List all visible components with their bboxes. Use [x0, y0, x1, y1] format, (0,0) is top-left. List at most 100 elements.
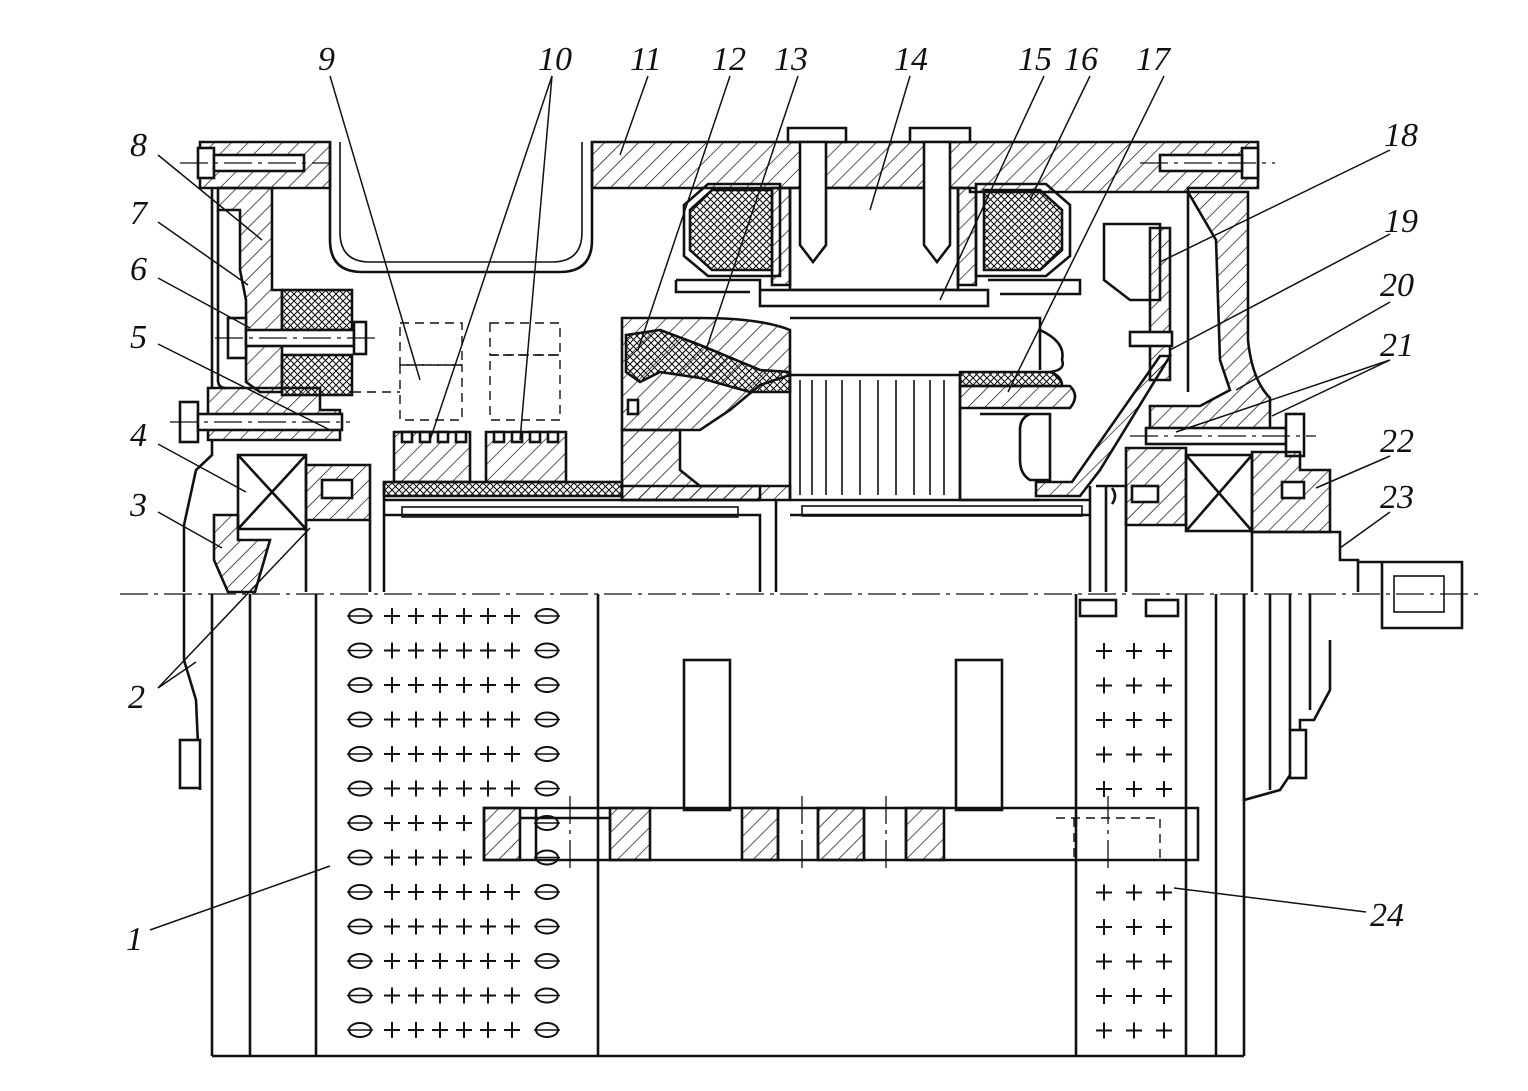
- callout-16: 16: [1064, 41, 1098, 78]
- vent-mark: [432, 608, 448, 624]
- vent-mark: [1126, 988, 1142, 1004]
- winding-end-17: [958, 370, 1064, 388]
- left-seal-groove: [320, 478, 354, 500]
- vent-mark: [504, 918, 520, 935]
- winding-end-outline: [958, 384, 1077, 410]
- callout-9: 9: [318, 41, 335, 78]
- vent-mark: [408, 1022, 424, 1038]
- vent-mark: [504, 987, 520, 1004]
- cover-bolt-left: [180, 146, 330, 180]
- vent-mark: [504, 711, 520, 728]
- vent-mark: [480, 642, 496, 659]
- vent-mark: [480, 987, 496, 1004]
- left-bearing-cap: [212, 513, 272, 594]
- vent-mark: [432, 746, 448, 762]
- vent-mark: [1126, 781, 1142, 797]
- vent-mark: [384, 849, 400, 866]
- vent-mark: [432, 849, 448, 866]
- vent-mark: [384, 918, 400, 935]
- vent-mark: [432, 711, 448, 728]
- vent-mark: [1156, 643, 1172, 659]
- left-bearing: [236, 453, 308, 531]
- shaft-key-right: [801, 505, 1083, 517]
- mounting-plate-holes: [520, 808, 908, 860]
- vent-mark: [1156, 1022, 1172, 1039]
- leader-24: [1173, 887, 1367, 913]
- leader-2b: [157, 527, 311, 689]
- armature-laminations: [799, 380, 945, 495]
- stator-pole-liner-l: [770, 186, 792, 287]
- insulation-sleeve: [382, 480, 624, 498]
- vent-mark: [1156, 712, 1172, 728]
- callout-labels: 1 2 3 4 5 6 7 8 9 10 11 12 13 14 15 16 1…: [126, 41, 1418, 958]
- vent-mark: [384, 642, 400, 659]
- vent-mark: [408, 746, 424, 762]
- mounting-plate-hatch-1: [482, 806, 522, 862]
- shaft-end-23: [1250, 530, 1360, 592]
- callout-6: 6: [130, 251, 147, 288]
- callout-1: 1: [126, 921, 143, 958]
- field-coil-right-frame: [974, 182, 1072, 278]
- shaft-mid: [774, 486, 1092, 592]
- leader-18: [1159, 149, 1391, 263]
- vent-mark: [432, 1022, 448, 1038]
- vent-mark: [1096, 988, 1112, 1004]
- vent-mark: [408, 849, 424, 866]
- callout-23: 23: [1380, 479, 1414, 516]
- vent-mark: [1126, 746, 1142, 763]
- vent-mark: [1156, 781, 1172, 797]
- vent-mark: [456, 711, 472, 728]
- leader-16: [1029, 75, 1091, 201]
- vent-mark: [1126, 953, 1142, 970]
- vent-mark: [384, 608, 400, 624]
- leader-14: [869, 75, 911, 211]
- shaft-collar: [620, 484, 792, 502]
- vent-mark: [432, 677, 448, 693]
- vent-mark: [384, 884, 400, 900]
- vent-mark: [432, 953, 448, 969]
- damper-bolt: [215, 316, 380, 360]
- leader-20: [1235, 301, 1391, 391]
- stator-pole-liner-r: [956, 186, 978, 287]
- callout-21: 21: [1380, 327, 1414, 364]
- leader-12: [637, 75, 731, 351]
- leader-2a: [157, 661, 197, 689]
- leader-8: [157, 154, 263, 241]
- vent-mark: [456, 608, 472, 624]
- field-coil-left: [688, 188, 774, 272]
- callout-19: 19: [1384, 203, 1418, 240]
- leader-5: [157, 343, 331, 431]
- left-cover-bolt: [178, 738, 202, 790]
- rocker-clamp: [1128, 330, 1174, 348]
- pole-shoe-plate-r: [988, 278, 1082, 296]
- vent-mark: [480, 780, 496, 797]
- callout-8: 8: [130, 127, 147, 164]
- leader-10a: [429, 75, 553, 441]
- damper-block-upper: [280, 288, 354, 332]
- shaft-upper: [384, 498, 762, 592]
- vent-mark: [408, 884, 424, 900]
- vent-mark: [384, 746, 400, 762]
- vent-pattern-left: [347, 608, 560, 1038]
- vent-mark: [408, 987, 424, 1004]
- pole-shoe-plate-l: [674, 278, 762, 294]
- vent-mark: [456, 884, 472, 900]
- callout-17: 17: [1136, 41, 1172, 78]
- vent-mark: [456, 642, 472, 659]
- support-lug-left: [682, 658, 732, 812]
- vent-mark: [480, 608, 496, 624]
- vent-mark: [432, 780, 448, 797]
- right-end-shield: [1148, 190, 1272, 432]
- right-cover-bolt: [1288, 728, 1308, 780]
- vent-mark: [480, 711, 496, 728]
- vent-mark: [1096, 1022, 1112, 1039]
- callout-20: 20: [1380, 267, 1414, 304]
- vent-mark: [384, 953, 400, 969]
- right-seal-ring: [1096, 484, 1128, 592]
- vent-mark: [384, 987, 400, 1004]
- leader-11: [619, 75, 649, 156]
- mounting-plate-ghost: [1056, 817, 1161, 860]
- leader-10b: [519, 75, 553, 441]
- vent-mark: [384, 711, 400, 728]
- vent-mark: [480, 918, 496, 935]
